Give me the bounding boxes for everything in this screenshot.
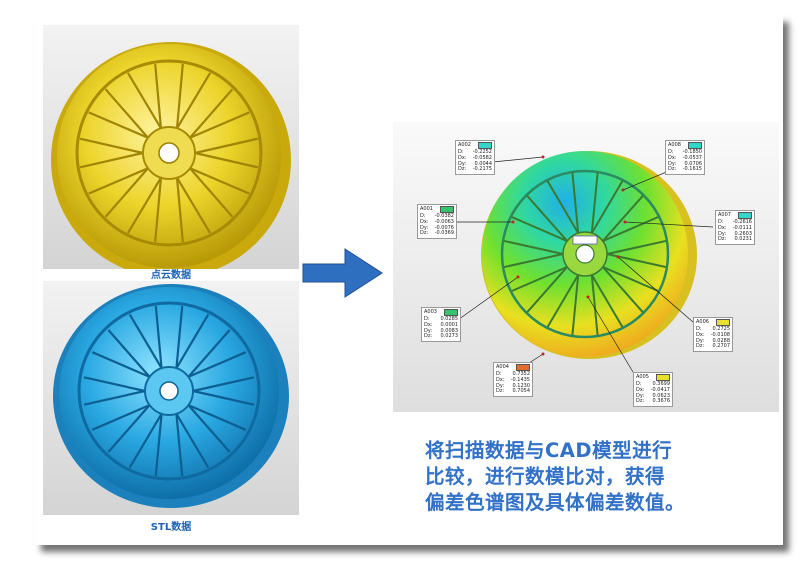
point-cloud-caption-label: 点云数据: [151, 270, 191, 281]
annotation-A005: A005 D:0.3699 Dx:-0.0417 Dy:0.0623 Dz:0.…: [633, 372, 673, 408]
description-line: 比较，进行数模比对，获得: [425, 465, 666, 488]
color-map-wheel-image: [453, 151, 714, 373]
deviation-swatch: [738, 212, 752, 219]
deviation-swatch: [688, 142, 702, 149]
description-line: 偏差色谱图及具体偏差数值。: [425, 491, 686, 514]
deviation-swatch: [656, 374, 670, 381]
point-cloud-panel: 点云数据: [43, 25, 299, 269]
deviation-swatch: [516, 364, 530, 371]
annotation-A004: A004 D:0.7352 Dx:-0.1435 Dy:0.1230 Dz:0.…: [493, 362, 533, 398]
deviation-swatch: [478, 142, 492, 149]
annotation-A008: A008 D:-0.1850 Dx:-0.0537 Dy:0.0706 Dz:-…: [665, 140, 705, 176]
stl-panel: [43, 281, 299, 515]
annotation-A006: A006 D:0.2725 Dx:-0.0108 Dy:0.0288 Dz:0.…: [693, 317, 733, 353]
annotation-A001: A001 D:-0.0382 Dx:-0.0063 Dy:-0.0076 Dz:…: [417, 204, 457, 240]
annotation-A002: A002 D:-0.2252 Dx:-0.0582 Dy:0.0044 Dz:-…: [455, 140, 495, 176]
deviation-map-panel: A002 D:-0.2252 Dx:-0.0582 Dy:0.0044 Dz:-…: [393, 122, 779, 412]
deviation-swatch: [716, 319, 730, 326]
blue-wheel-image: [53, 284, 289, 508]
yellow-wheel-image: [51, 42, 291, 269]
stl-caption: STL数据: [150, 522, 192, 533]
deviation-swatch: [444, 309, 458, 316]
description-text: 将扫描数据与CAD模型进行 比较，进行数模比对，获得 偏差色谱图及具体偏差数值。: [425, 438, 745, 516]
deviation-swatch: [440, 206, 454, 213]
annotation-A003: A003 D:0.0285 Dx:0.0001 Dy:0.0083 Dz:0.0…: [421, 307, 461, 343]
description-line: 将扫描数据与CAD模型进行: [425, 439, 673, 462]
annotation-A007: A007 D:-0.2616 Dx:-0.0111 Dy:0.2603 Dz:0…: [715, 210, 755, 246]
